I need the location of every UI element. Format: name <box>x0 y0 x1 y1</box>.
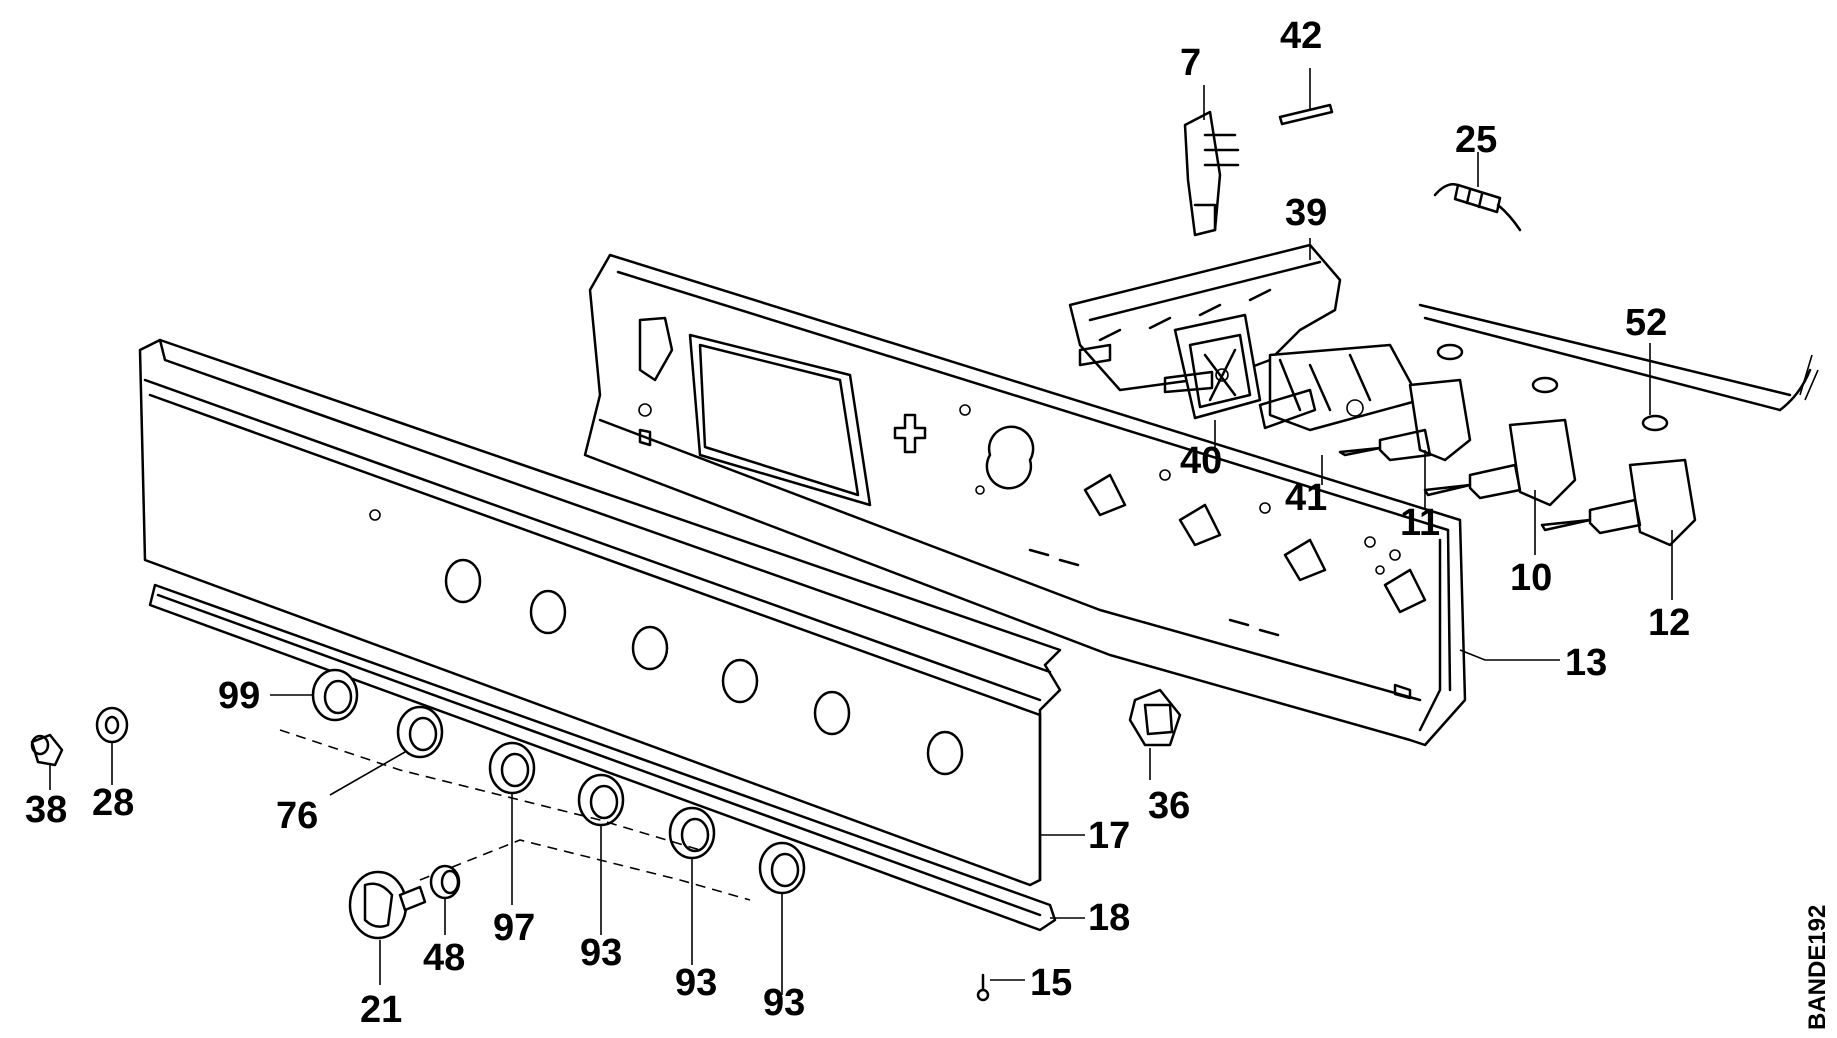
callout-21: 21 <box>360 989 402 1031</box>
spring <box>429 864 461 900</box>
bracket-clip <box>1128 688 1182 747</box>
callout-39: 39 <box>1285 192 1327 234</box>
bezel-rings <box>279 668 806 901</box>
callout-38: 38 <box>25 789 67 831</box>
front-fascia-panel <box>138 338 1062 887</box>
callout-36: 36 <box>1148 785 1190 827</box>
callout-52: 52 <box>1625 302 1667 344</box>
callout-12: 12 <box>1648 602 1690 644</box>
callout-10: 10 <box>1510 557 1552 599</box>
callout-97: 97 <box>493 907 535 949</box>
callout-41: 41 <box>1285 477 1327 519</box>
callout-28: 28 <box>92 782 134 824</box>
callout-93-b: 93 <box>675 962 717 1004</box>
callout-40: 40 <box>1180 440 1222 482</box>
resistor <box>1433 183 1522 232</box>
drawing-code: BANDE192 <box>1804 905 1831 1030</box>
callout-7: 7 <box>1180 42 1201 84</box>
programmer-assembly <box>1068 243 1422 432</box>
callout-76: 76 <box>276 795 318 837</box>
callout-13: 13 <box>1565 642 1607 684</box>
callout-11: 11 <box>1400 502 1440 544</box>
rear-panel-frame <box>583 253 1467 747</box>
leader-lines <box>49 68 1673 995</box>
gas-tap-12 <box>1540 458 1697 547</box>
tube <box>1418 303 1819 432</box>
callout-99: 99 <box>218 675 260 717</box>
small-bolt <box>30 733 64 767</box>
callout-labels: 7 42 25 39 52 40 41 11 10 12 13 99 38 28… <box>25 15 1690 1031</box>
washer <box>95 706 129 744</box>
switch-block <box>1183 110 1240 237</box>
callout-17: 17 <box>1088 815 1130 857</box>
gas-tap-11 <box>1338 378 1472 462</box>
callout-48: 48 <box>423 937 465 979</box>
control-knob <box>348 870 427 940</box>
pin-part <box>1278 103 1334 126</box>
callout-18: 18 <box>1088 897 1130 939</box>
bottom-trim-strip <box>148 583 1057 932</box>
screw <box>976 973 990 1002</box>
callout-25: 25 <box>1455 119 1497 161</box>
callout-15: 15 <box>1030 962 1072 1004</box>
callout-42: 42 <box>1280 15 1322 57</box>
callout-93-c: 93 <box>763 982 805 1024</box>
gas-tap-10 <box>1423 418 1577 507</box>
callout-93-a: 93 <box>580 932 622 974</box>
